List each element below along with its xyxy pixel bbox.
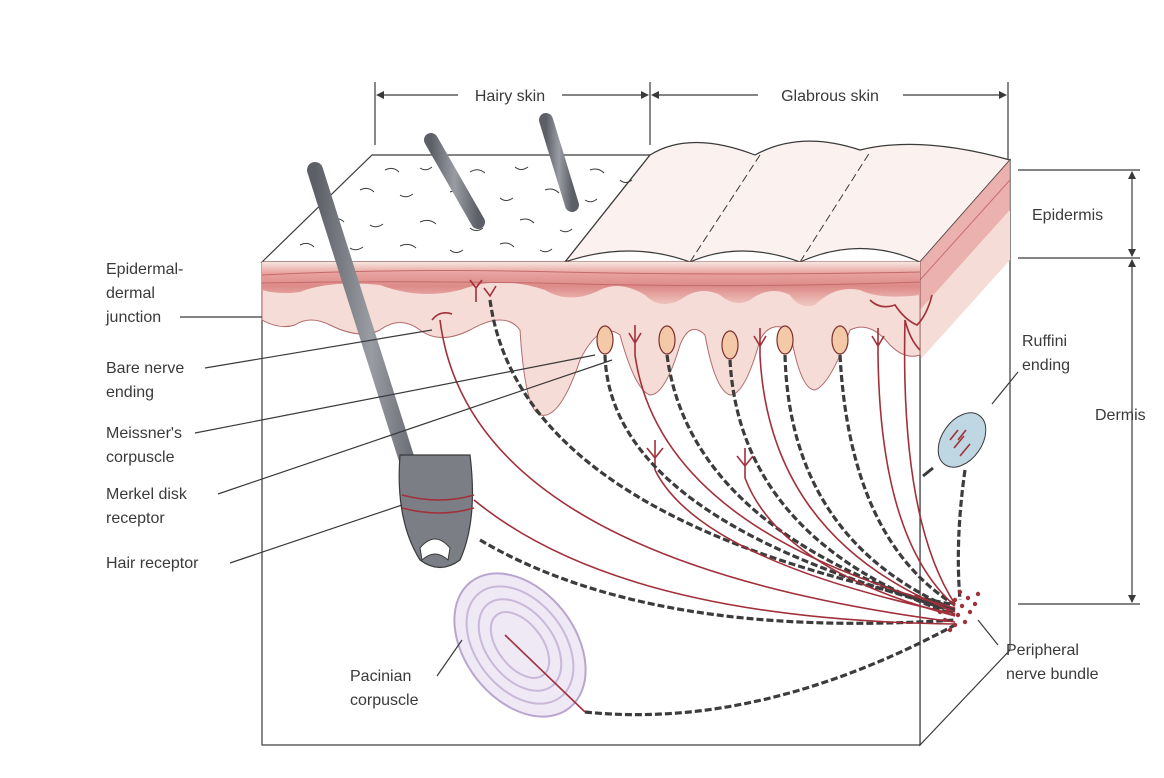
label-bare-nerve-ending-2: ending xyxy=(106,384,154,401)
label-merkel-disk-receptor-1: Merkel disk xyxy=(106,486,188,503)
label-glabrous-skin: Glabrous skin xyxy=(781,88,879,105)
label-epidermal-dermal-junction-2: dermal xyxy=(106,285,155,302)
label-merkel-disk-receptor-2: receptor xyxy=(106,510,165,527)
label-epidermal-dermal-junction-3: junction xyxy=(105,309,161,326)
label-hair-receptor: Hair receptor xyxy=(106,555,199,572)
label-ruffini-ending-1: Ruffini xyxy=(1022,333,1067,350)
label-dermis: Dermis xyxy=(1095,407,1146,424)
label-ruffini-ending-2: ending xyxy=(1022,357,1070,374)
label-hairy-skin: Hairy skin xyxy=(475,88,545,105)
label-meissners-corpuscle-1: Meissner's xyxy=(106,425,182,442)
label-pacinian-corpuscle-1: Pacinian xyxy=(350,668,411,685)
label-pacinian-corpuscle-2: corpuscle xyxy=(350,692,419,709)
label-epidermal-dermal-junction-1: Epidermal- xyxy=(106,261,183,278)
label-epidermis: Epidermis xyxy=(1032,207,1103,224)
label-meissners-corpuscle-2: corpuscle xyxy=(106,449,175,466)
label-peripheral-nerve-bundle-2: nerve bundle xyxy=(1006,666,1099,683)
label-bare-nerve-ending-1: Bare nerve xyxy=(106,360,184,377)
skin-top-surface xyxy=(262,141,1010,262)
label-peripheral-nerve-bundle-1: Peripheral xyxy=(1006,642,1079,659)
